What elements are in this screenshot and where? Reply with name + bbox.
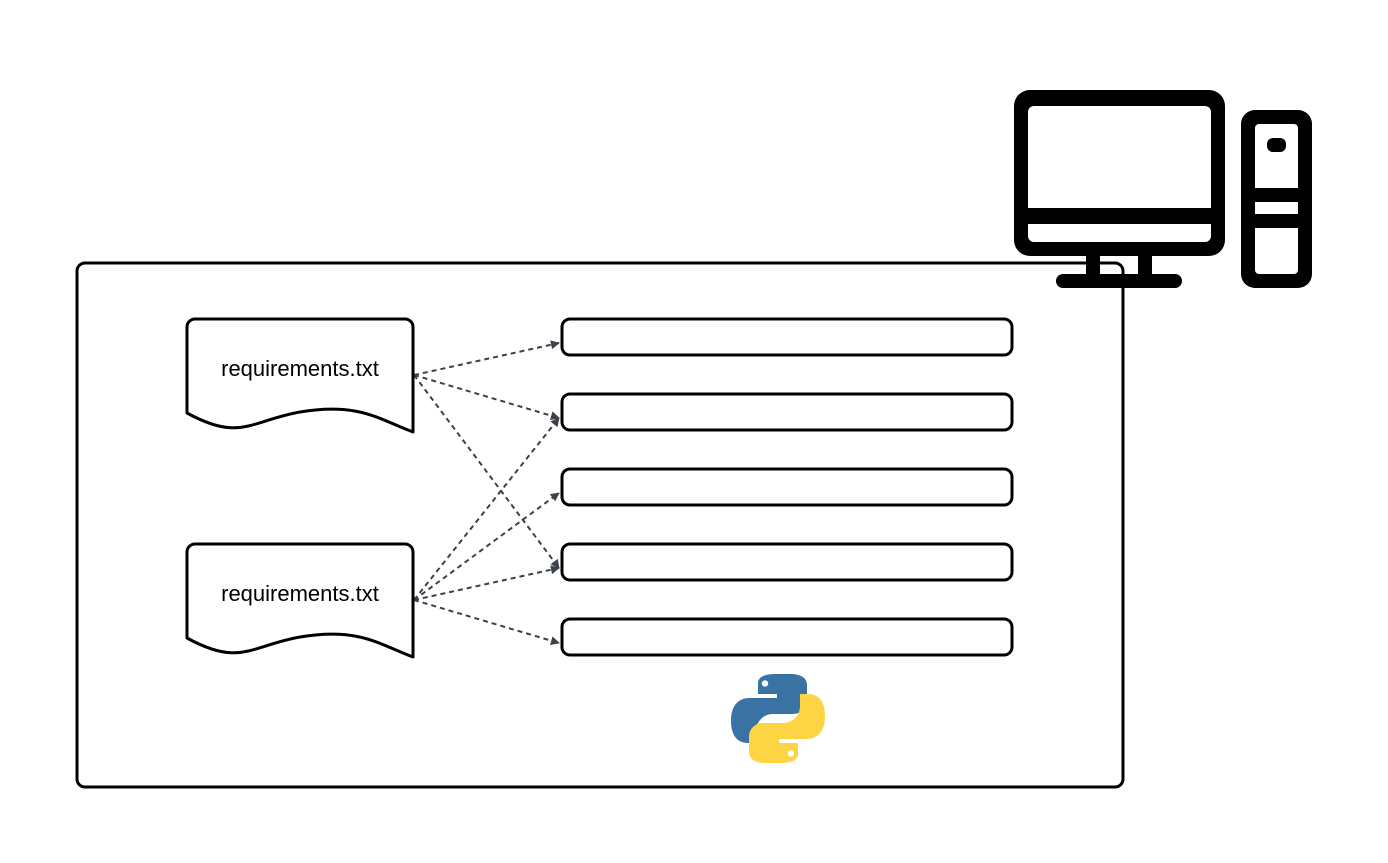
python-logo-icon [731,674,825,763]
package-list [560,317,1014,657]
dependency-arrow [413,417,560,601]
dependency-arrow [413,374,560,421]
desktop-computer-icon [1014,90,1312,288]
dependency-arrow [413,492,560,601]
package-box [560,392,1014,432]
document-label: requirements.txt [221,356,379,381]
package-box [560,317,1014,357]
dependency-arrow [413,599,560,646]
dependency-links [413,340,560,646]
package-box [560,467,1014,507]
requirements-document: requirements.txt [185,317,415,434]
environment-container [75,261,1125,789]
requirements-document: requirements.txt [185,542,415,659]
package-box [560,617,1014,657]
dependency-arrow [413,374,560,569]
package-box [560,542,1014,582]
document-label: requirements.txt [221,581,379,606]
dependency-arrow [413,340,560,376]
dependency-arrow [413,565,560,601]
